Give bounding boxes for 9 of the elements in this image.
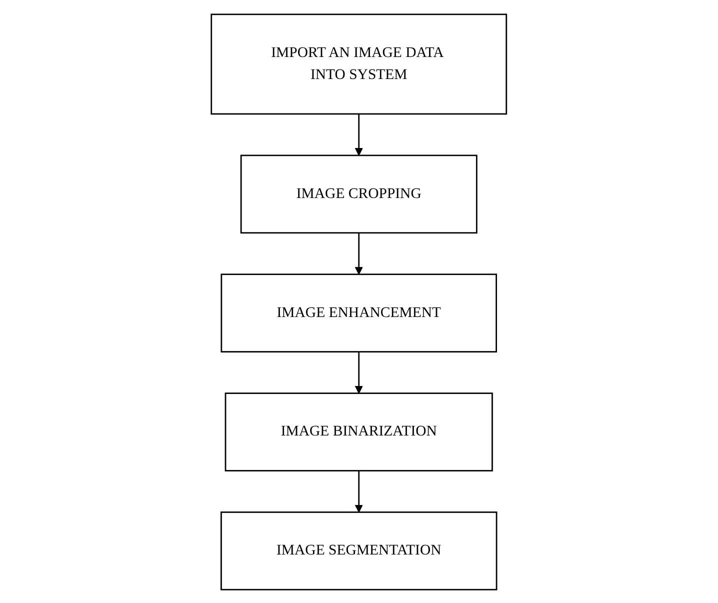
arrow — [354, 470, 364, 512]
node-box: IMPORT AN IMAGE DATA INTO SYSTEM — [210, 13, 508, 114]
node-box: IMAGE ENHANCEMENT — [220, 273, 498, 352]
arrow — [354, 351, 364, 394]
arrow — [354, 113, 364, 156]
node-box: IMAGE CROPPING — [240, 154, 478, 234]
node-box: IMAGE SEGMENTATION — [220, 511, 498, 590]
node-box: IMAGE BINARIZATION — [224, 392, 494, 471]
arrow — [354, 232, 364, 274]
